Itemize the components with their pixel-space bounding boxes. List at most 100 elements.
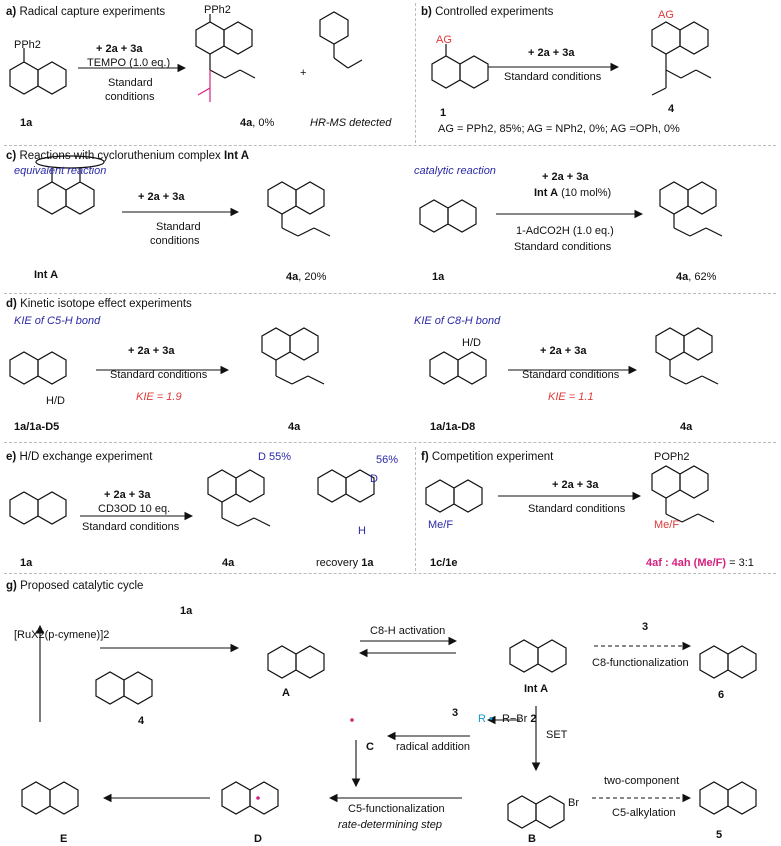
panel-a-reagents: + 2a + 3a <box>96 43 143 55</box>
panel-c-right-product <box>659 181 723 237</box>
species-A <box>267 645 325 679</box>
panel-f-sm <box>425 479 483 513</box>
panel-e-solvent: CD3OD 10 eq. <box>98 503 171 515</box>
species-D-label: D <box>254 833 262 845</box>
species-A-label: A <box>282 687 290 699</box>
panel-c-right-sm-label: 1a <box>432 271 445 283</box>
panel-f-product-mef: Me/F <box>654 519 680 531</box>
panel-e-recovery <box>317 469 375 503</box>
product-5 <box>699 781 757 815</box>
panel-a-cond1: Standard <box>108 77 153 89</box>
panel-e-reagents: + 2a + 3a <box>104 489 151 501</box>
panel-d-left-product-label: 4a <box>288 421 301 433</box>
panel-e-d1: D 55% <box>258 451 292 463</box>
species-E <box>21 781 79 815</box>
divider-c-d <box>4 293 776 294</box>
species-B <box>507 795 565 829</box>
panel-d-right-sm <box>429 351 487 385</box>
panel-c-int-a <box>35 155 105 215</box>
divider-a-b <box>415 3 416 143</box>
cycle-two-component: two-component <box>604 775 680 787</box>
species-int-a-label: Int A <box>524 683 549 695</box>
cycle-c8-func: C8-functionalization <box>592 657 689 669</box>
cycle-feed-1a: 1a <box>180 605 193 617</box>
radical-dot-D <box>256 796 260 800</box>
panel-b-results: AG = PPh2, 85%; AG = NPh2, 0%; AG =OPh, … <box>438 123 680 135</box>
cycle-rds: rate-determining step <box>338 819 442 831</box>
panel-e-recovery: recovery 1a <box>316 557 374 569</box>
radical-dot-C <box>350 718 354 722</box>
panel-a-title: a) Radical capture experiments <box>6 6 166 18</box>
panel-a-product-pph2: PPh2 <box>204 4 231 16</box>
panel-a-additive: TEMPO (1.0 eq.) <box>87 57 171 69</box>
panel-c-right-cond: Standard conditions <box>514 241 612 253</box>
panel-a-hrms: HR-MS detected <box>310 117 392 129</box>
panel-f-reagents: + 2a + 3a <box>552 479 599 491</box>
panel-f-ratio: 4af : 4ah (Me/F) = 3:1 <box>646 557 754 569</box>
product-4-released <box>95 671 153 705</box>
panel-b-product <box>651 21 712 96</box>
panel-f-title: f) Competition experiment <box>421 451 554 463</box>
panel-c-left-product <box>267 181 331 237</box>
panel-c-right-cat: Int A (10 mol%) <box>534 187 612 199</box>
panel-e-cond: Standard conditions <box>82 521 180 533</box>
species-B-label: B <box>528 833 536 845</box>
panel-a-product-label: 4a, 0% <box>240 117 275 129</box>
panel-d-left-reagents: + 2a + 3a <box>128 345 175 357</box>
product-6 <box>699 645 757 679</box>
panel-e-title: e) H/D exchange experiment <box>6 451 153 463</box>
panel-b-sm-ag: AG <box>436 34 452 46</box>
panel-d-right-product <box>655 327 719 385</box>
divider-d-e <box>4 442 776 443</box>
panel-e-product-label: 4a <box>222 557 235 569</box>
panel-c-right-sm <box>419 199 477 233</box>
panel-a-product <box>195 14 256 79</box>
panel-d-right-cond: Standard conditions <box>522 369 620 381</box>
product-6-label: 6 <box>718 689 725 701</box>
panel-c-left-product-label: 4a, 20% <box>286 271 327 283</box>
panel-d-right-reagents: + 2a + 3a <box>540 345 587 357</box>
species-C-label: C <box>366 741 374 753</box>
panel-c-left-reagents: + 2a + 3a <box>138 191 185 203</box>
species-E-label: E <box>60 833 68 845</box>
panel-e-sm <box>9 491 67 525</box>
panel-d-left-cond: Standard conditions <box>110 369 208 381</box>
product-5-label: 5 <box>716 829 723 841</box>
panel-c-left-tag: equivalent reaction <box>14 165 107 177</box>
cycle-c5-func: C5-functionalization <box>348 803 445 815</box>
panel-f-popph2: POPh2 <box>654 451 690 463</box>
panel-f-sm-mef: Me/F <box>428 519 454 531</box>
divider-ef-g <box>4 573 776 574</box>
panel-d-right-kie: KIE = 1.1 <box>548 391 594 403</box>
panel-e-product <box>207 469 271 527</box>
panel-c-left-cond2: conditions <box>150 235 200 247</box>
panel-a-tempo-adduct <box>319 11 363 69</box>
cycle-precatalyst: [RuX2(p-cymene)]2 <box>14 629 110 641</box>
divider-e-f <box>415 447 416 571</box>
cycle-alkene-3b: 3 <box>452 707 459 719</box>
panel-e-d2-pct: 56% <box>376 454 399 466</box>
panel-a-sm-label: 1a <box>20 117 33 129</box>
panel-b-cond: Standard conditions <box>504 71 602 83</box>
panel-f-product <box>651 465 715 523</box>
panel-f-sm-label: 1c/1e <box>430 557 458 569</box>
panel-c-right-tag: catalytic reaction <box>414 165 496 177</box>
panel-b-reagents: + 2a + 3a <box>528 47 575 59</box>
panel-b-sm-label: 1 <box>440 107 447 119</box>
product-4-label: 4 <box>138 715 145 727</box>
panel-d-right-hd: H/D <box>462 337 481 349</box>
panel-c-right-product-label: 4a, 62% <box>676 271 717 283</box>
panel-a-ester <box>197 70 211 102</box>
panel-f-cond: Standard conditions <box>528 503 626 515</box>
species-B-br: Br <box>568 797 579 809</box>
panel-c-int-a-label: Int A <box>34 269 59 281</box>
panel-a-sm-pph2: PPh2 <box>14 39 41 51</box>
panel-d-left-product <box>261 327 325 385</box>
panel-d-title: d) Kinetic isotope effect experiments <box>6 298 192 310</box>
panel-c-right-acid: 1-AdCO2H (1.0 eq.) <box>516 225 614 237</box>
panel-d-left-kie: KIE = 1.9 <box>136 391 182 403</box>
species-int-a <box>509 639 567 673</box>
cycle-radical-addition: radical addition <box>396 741 470 753</box>
panel-c-right-reagents: + 2a + 3a <box>542 171 589 183</box>
